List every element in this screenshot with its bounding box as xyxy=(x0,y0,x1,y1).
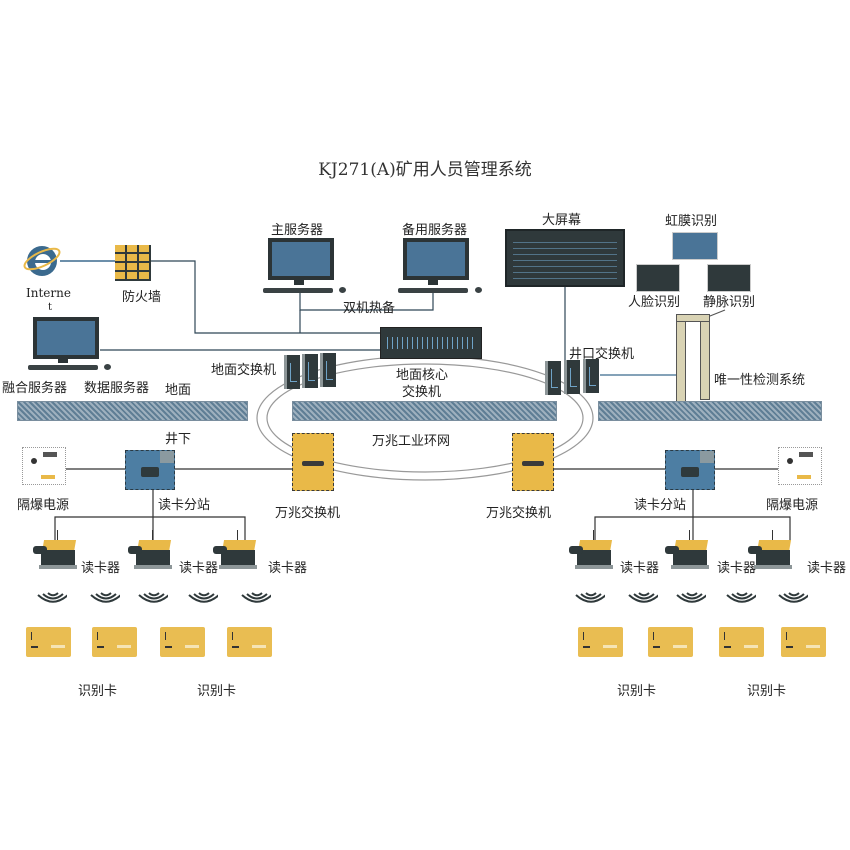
wireless-wave-icon xyxy=(188,592,218,603)
ring-network-label: 万兆工业环网 xyxy=(372,434,451,449)
id-card-label: 识别卡 xyxy=(747,684,787,699)
id-card-icon xyxy=(92,627,137,657)
id-card-icon xyxy=(160,627,205,657)
wireless-wave-icon xyxy=(90,592,120,603)
internet-label-wrap: t xyxy=(48,302,53,313)
gigabit-switch-icon-left xyxy=(292,433,334,491)
psu-label-left: 隔爆电源 xyxy=(17,498,70,513)
card-reader-label: 读卡器 xyxy=(268,561,308,576)
station-label-right: 读卡分站 xyxy=(634,498,687,513)
card-reader-icon xyxy=(569,530,613,570)
diagram-title: KJ271(A)矿用人员管理系统 xyxy=(318,160,532,180)
internet-icon xyxy=(23,246,61,276)
id-card-icon xyxy=(578,627,623,657)
wireless-wave-icon xyxy=(778,592,808,603)
psu-label-right: 隔爆电源 xyxy=(766,498,819,513)
wire-firewall-core xyxy=(150,260,380,334)
card-reader-label: 读卡器 xyxy=(807,561,847,576)
ground-strip-right xyxy=(598,401,822,421)
data-server-label: 数据服务器 xyxy=(84,381,150,396)
face-icon xyxy=(636,264,680,292)
internet-label: Interne xyxy=(26,286,71,300)
iris-icon xyxy=(672,232,718,260)
card-reader-label: 读卡器 xyxy=(620,561,660,576)
id-card-icon xyxy=(26,627,71,657)
card-reader-icon xyxy=(748,530,792,570)
id-card-label: 识别卡 xyxy=(78,684,118,699)
card-station-icon-right xyxy=(665,450,715,490)
wire-readers-left xyxy=(54,516,246,540)
backup-server-label: 备用服务器 xyxy=(402,223,468,238)
ground-strip-left xyxy=(17,401,248,421)
firewall-icon xyxy=(115,245,151,281)
ground-strip-center xyxy=(292,401,557,421)
uniqueness-label: 唯一性检测系统 xyxy=(714,373,806,388)
card-reader-label: 读卡器 xyxy=(717,561,757,576)
core-switch-label-1: 地面核心 xyxy=(396,368,449,383)
surface-switch-label: 地面交换机 xyxy=(211,363,277,378)
card-reader-icon xyxy=(665,530,709,570)
gigabit-switch-icon-right xyxy=(512,433,554,491)
iris-label: 虹膜识别 xyxy=(665,214,718,229)
big-screen-label: 大屏幕 xyxy=(542,213,582,228)
id-card-label: 识别卡 xyxy=(197,684,237,699)
card-reader-label: 读卡器 xyxy=(81,561,121,576)
core-switch-label-2: 交换机 xyxy=(402,385,442,400)
wireless-wave-icon xyxy=(138,592,168,603)
gigabit-switch-label-left: 万兆交换机 xyxy=(275,506,341,521)
id-card-icon xyxy=(719,627,764,657)
wire-hot-standby xyxy=(299,290,434,311)
shaft-switch-label: 井口交换机 xyxy=(569,347,635,362)
explosion-proof-psu-icon-right xyxy=(778,447,822,485)
card-station-icon-left xyxy=(125,450,175,490)
wire-readers-right xyxy=(594,516,791,540)
station-label-left: 读卡分站 xyxy=(158,498,211,513)
hot-standby-label: 双机热备 xyxy=(343,301,396,316)
wireless-wave-icon xyxy=(37,592,67,603)
wireless-wave-icon xyxy=(628,592,658,603)
card-reader-label: 读卡器 xyxy=(179,561,219,576)
wireless-wave-icon xyxy=(726,592,756,603)
card-reader-icon xyxy=(33,530,77,570)
face-label: 人脸识别 xyxy=(628,295,681,310)
main-server-label: 主服务器 xyxy=(271,223,324,238)
card-reader-icon xyxy=(213,530,257,570)
card-reader-icon xyxy=(128,530,172,570)
gigabit-switch-label-right: 万兆交换机 xyxy=(486,506,552,521)
id-card-icon xyxy=(781,627,826,657)
explosion-proof-psu-icon-left xyxy=(22,447,66,485)
wireless-wave-icon xyxy=(575,592,605,603)
wireless-wave-icon xyxy=(241,592,271,603)
wireless-wave-icon xyxy=(676,592,706,603)
id-card-icon xyxy=(648,627,693,657)
id-card-label: 识别卡 xyxy=(617,684,657,699)
id-card-icon xyxy=(227,627,272,657)
ground-label: 地面 xyxy=(165,383,192,398)
core-switch-icon xyxy=(380,327,482,359)
big-screen-icon xyxy=(505,229,625,287)
underground-label: 井下 xyxy=(165,432,192,447)
fusion-server-label: 融合服务器 xyxy=(2,381,68,396)
vein-label: 静脉识别 xyxy=(703,295,756,310)
vein-icon xyxy=(707,264,751,292)
firewall-label: 防火墙 xyxy=(122,290,162,305)
ring-inner xyxy=(266,363,584,473)
